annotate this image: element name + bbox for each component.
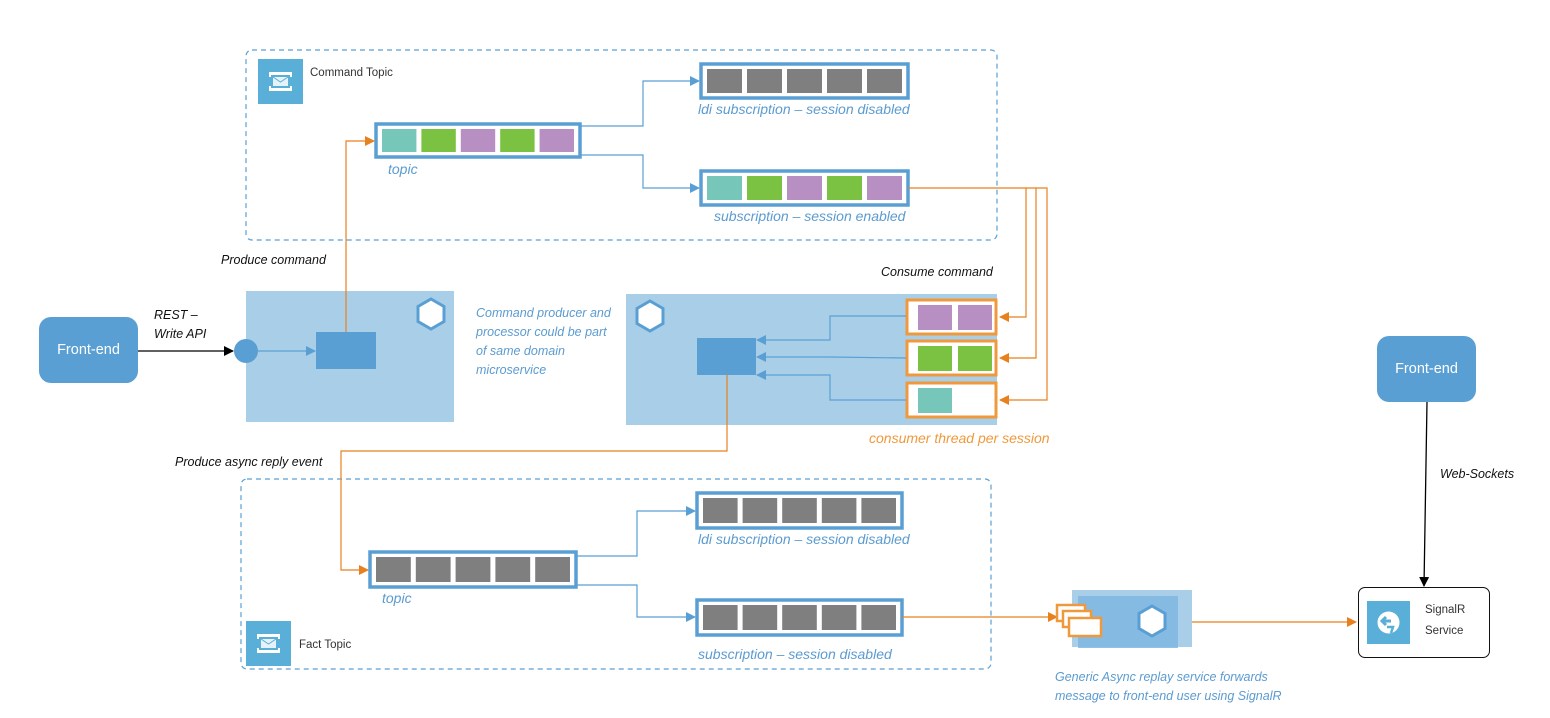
message-grey xyxy=(376,557,411,582)
service-bus-topic-icon xyxy=(258,59,303,104)
fact-topic-container xyxy=(240,478,992,670)
command-topic-queue[interactable] xyxy=(374,122,582,159)
message-grey xyxy=(861,605,896,630)
message-green xyxy=(918,346,952,371)
message-grey xyxy=(747,69,782,93)
rest-api-label-line2: Write API xyxy=(154,327,207,341)
message-grey xyxy=(535,557,570,582)
message-grey xyxy=(782,605,817,630)
message-purple xyxy=(460,129,496,152)
hexagon-icon xyxy=(416,297,446,331)
consumer-arrow-2 xyxy=(756,352,907,362)
message-grey xyxy=(415,557,451,582)
command-ldi-subscription-label: ldi subscription – session disabled xyxy=(698,101,910,117)
signalr-service[interactable]: SignalR Service xyxy=(1358,587,1490,658)
message-grey xyxy=(455,557,491,582)
consume-command-label: Consume command xyxy=(881,265,993,279)
message-green xyxy=(747,176,782,200)
produce-command-arrow xyxy=(345,136,375,332)
message-grey xyxy=(703,605,738,630)
message-grey xyxy=(703,498,738,523)
topic-to-session-subscription-arrow xyxy=(581,154,700,193)
message-grey xyxy=(787,69,822,93)
producer-processor-note: Command producer and processor could be … xyxy=(476,306,611,377)
message-grey xyxy=(827,69,862,93)
signalr-label-line1: SignalR xyxy=(1425,604,1466,616)
consumer-arrow-1 xyxy=(756,315,906,345)
signalr-label-line2: Service xyxy=(1425,625,1464,637)
topic-to-ldi-subscription-arrow xyxy=(581,76,700,127)
fact-ldi-subscription-queue[interactable] xyxy=(695,491,904,530)
message-teal xyxy=(382,129,417,152)
web-sockets-label: Web-Sockets xyxy=(1440,467,1515,481)
message-grey xyxy=(867,69,902,93)
consumer-arrow-3 xyxy=(756,370,906,401)
command-processor-block[interactable] xyxy=(697,338,756,375)
message-purple xyxy=(918,305,952,330)
front-end-left-label: Front-end xyxy=(57,342,120,358)
fact-ldi-subscription-label: ldi subscription – session disabled xyxy=(698,531,910,547)
command-producer-block[interactable] xyxy=(316,332,376,369)
service-bus-topic-icon xyxy=(246,621,291,666)
message-green xyxy=(500,129,535,152)
session-consumer-3[interactable] xyxy=(905,381,998,419)
consume-command-arrow-3 xyxy=(999,187,1048,405)
session-consumer-2[interactable] xyxy=(905,339,998,377)
message-stack-icon xyxy=(1067,616,1103,638)
command-session-subscription-label: subscription – session enabled xyxy=(714,208,906,224)
message-purple xyxy=(958,305,992,330)
message-purple xyxy=(787,176,822,200)
produce-async-reply-arrow xyxy=(340,375,728,575)
message-green xyxy=(958,346,992,371)
front-end-right[interactable]: Front-end xyxy=(1377,336,1476,402)
command-session-subscription-queue[interactable] xyxy=(699,169,910,207)
message-purple xyxy=(867,176,902,200)
message-grey xyxy=(707,69,742,93)
consume-command-arrow-2 xyxy=(999,187,1037,363)
hexagon-icon xyxy=(635,299,665,333)
front-end-left[interactable]: Front-end xyxy=(39,317,138,383)
command-topic-title: Command Topic xyxy=(310,67,393,79)
message-grey xyxy=(742,498,778,523)
fact-subscription-label: subscription – session disabled xyxy=(698,646,892,662)
fact-topic-to-subscription-arrow xyxy=(577,584,696,622)
fact-topic-to-ldi-subscription-arrow xyxy=(577,506,696,557)
session-consumer-1[interactable] xyxy=(905,298,998,336)
message-grey xyxy=(742,605,778,630)
message-green xyxy=(827,176,862,200)
produce-async-reply-label: Produce async reply event xyxy=(175,455,323,469)
message-grey xyxy=(821,498,857,523)
message-grey xyxy=(861,498,896,523)
message-grey xyxy=(821,605,857,630)
consumer-thread-note: consumer thread per session xyxy=(869,430,1050,446)
command-topic-label: topic xyxy=(388,161,418,177)
consume-command-arrow-1 xyxy=(908,187,1027,322)
command-ldi-subscription-queue[interactable] xyxy=(699,62,910,100)
hexagon-icon xyxy=(1137,604,1167,638)
fact-topic-label: topic xyxy=(382,590,412,606)
front-end-right-label: Front-end xyxy=(1395,361,1458,377)
message-grey xyxy=(495,557,531,582)
api-endpoint[interactable] xyxy=(234,339,258,363)
message-teal xyxy=(918,388,952,413)
message-grey xyxy=(782,498,817,523)
message-purple xyxy=(539,129,574,152)
rest-api-label-line1: REST – xyxy=(154,308,198,322)
generic-async-note-line2: message to front-end user using SignalR xyxy=(1055,689,1282,703)
produce-command-label: Produce command xyxy=(221,253,326,267)
message-teal xyxy=(707,176,742,200)
signalr-icon xyxy=(1367,601,1410,644)
command-topic-container xyxy=(245,49,998,241)
message-green xyxy=(421,129,456,152)
web-sockets-arrow xyxy=(1419,401,1430,587)
generic-async-note-line1: Generic Async replay service forwards xyxy=(1055,670,1268,684)
fact-topic-queue[interactable] xyxy=(368,550,578,589)
fact-topic-title: Fact Topic xyxy=(299,639,352,651)
fact-subscription-queue[interactable] xyxy=(695,598,904,637)
